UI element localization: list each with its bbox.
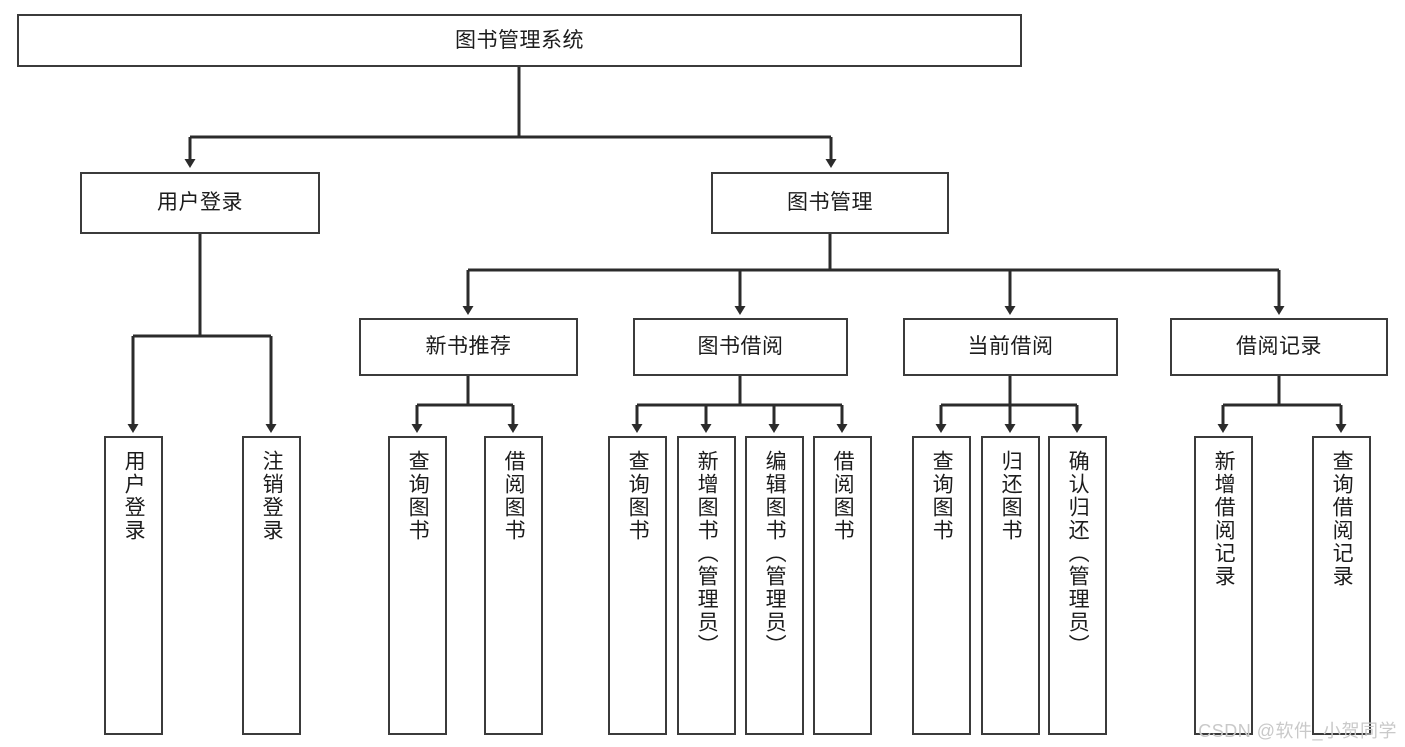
node-leaf-borrow-book-1[interactable]: 借阅图书: [484, 436, 543, 735]
node-book-borrow-label: 图书借阅: [697, 335, 784, 359]
csdn-watermark: CSDN @软件_小贺同学: [1198, 721, 1397, 741]
node-root-label: 图书管理系统: [455, 28, 584, 52]
node-leaf-edit-book-label: 编辑图书（管理员）: [763, 450, 787, 657]
node-leaf-confirm-return[interactable]: 确认归还（管理员）: [1048, 436, 1107, 735]
node-leaf-return-book-label: 归还图书: [999, 450, 1023, 542]
node-leaf-query-book-1[interactable]: 查询图书: [388, 436, 447, 735]
node-leaf-query-book-2-label: 查询图书: [626, 450, 650, 542]
node-user-login[interactable]: 用户登录: [80, 172, 320, 234]
node-leaf-user-login-label: 用户登录: [122, 450, 146, 542]
node-leaf-logout-label: 注销登录: [260, 450, 284, 542]
node-leaf-borrow-book-2-label: 借阅图书: [831, 450, 855, 542]
node-leaf-add-record-label: 新增借阅记录: [1212, 450, 1236, 588]
node-leaf-query-record-label: 查询借阅记录: [1330, 450, 1354, 588]
node-leaf-add-record[interactable]: 新增借阅记录: [1194, 436, 1253, 735]
node-leaf-edit-book[interactable]: 编辑图书（管理员）: [745, 436, 804, 735]
node-borrow-record[interactable]: 借阅记录: [1170, 318, 1388, 376]
node-leaf-query-book-3-label: 查询图书: [930, 450, 954, 542]
node-book-borrow[interactable]: 图书借阅: [633, 318, 848, 376]
node-leaf-logout[interactable]: 注销登录: [242, 436, 301, 735]
node-leaf-query-book-2[interactable]: 查询图书: [608, 436, 667, 735]
node-new-book-recommend[interactable]: 新书推荐: [359, 318, 578, 376]
node-current-borrow[interactable]: 当前借阅: [903, 318, 1118, 376]
node-leaf-query-record[interactable]: 查询借阅记录: [1312, 436, 1371, 735]
node-book-manage-label: 图书管理: [787, 191, 873, 215]
node-leaf-add-book[interactable]: 新增图书（管理员）: [677, 436, 736, 735]
node-leaf-query-book-1-label: 查询图书: [406, 450, 430, 542]
node-leaf-user-login[interactable]: 用户登录: [104, 436, 163, 735]
node-leaf-return-book[interactable]: 归还图书: [981, 436, 1040, 735]
node-leaf-query-book-3[interactable]: 查询图书: [912, 436, 971, 735]
node-borrow-record-label: 借阅记录: [1236, 335, 1322, 359]
node-new-book-recommend-label: 新书推荐: [425, 335, 512, 359]
node-current-borrow-label: 当前借阅: [967, 335, 1054, 359]
node-leaf-borrow-book-2[interactable]: 借阅图书: [813, 436, 872, 735]
node-root[interactable]: 图书管理系统: [17, 14, 1022, 67]
node-leaf-confirm-return-label: 确认归还（管理员）: [1066, 450, 1090, 657]
node-book-manage[interactable]: 图书管理: [711, 172, 949, 234]
node-leaf-add-book-label: 新增图书（管理员）: [695, 450, 719, 657]
node-leaf-borrow-book-1-label: 借阅图书: [502, 450, 526, 542]
node-user-login-label: 用户登录: [157, 191, 243, 215]
